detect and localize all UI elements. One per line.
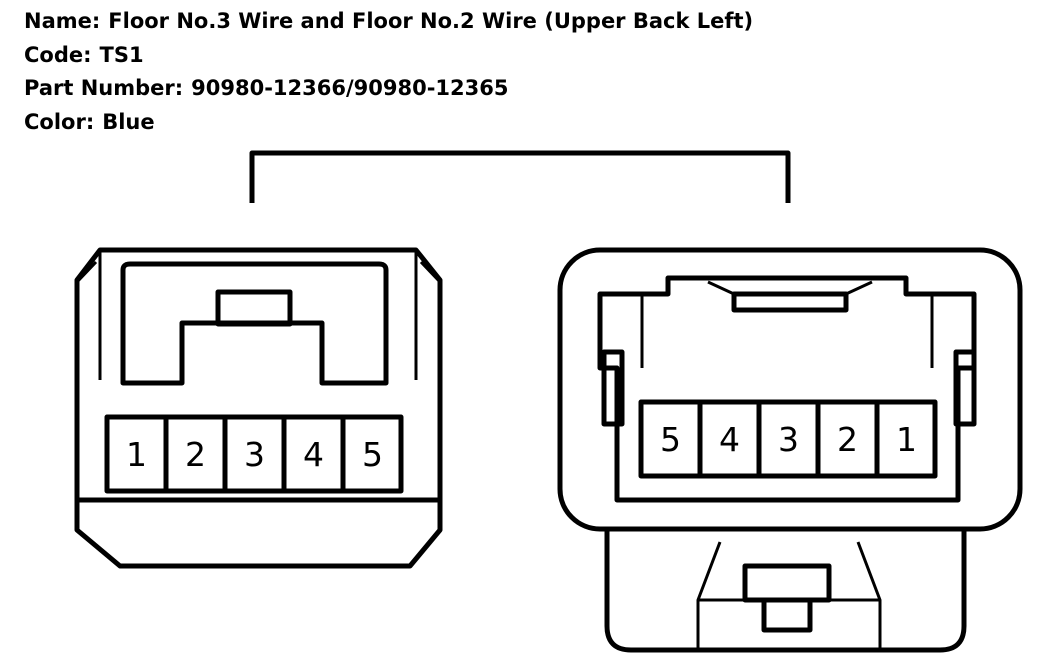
left-connector xyxy=(74,247,443,569)
left-pin-1-label: 1 xyxy=(126,435,147,474)
left-pin-4-label: 4 xyxy=(303,435,324,474)
code-line: Code: TS1 xyxy=(24,42,144,68)
name-value: Floor No.3 Wire and Floor No.2 Wire (Upp… xyxy=(108,9,754,33)
right-pin-1-label: 1 xyxy=(896,420,917,459)
right-connector xyxy=(557,247,1023,653)
right-pin-5-label: 5 xyxy=(660,420,681,459)
part-number-value: 90980-12366/90980-12365 xyxy=(191,76,509,100)
left-connector-corner-ticks xyxy=(75,260,442,284)
right-pin-2-label: 2 xyxy=(837,420,858,459)
part-number-line: Part Number: 90980-12366/90980-12365 xyxy=(24,75,508,101)
color-value: Blue xyxy=(102,110,155,134)
color-line: Color: Blue xyxy=(24,109,155,135)
left-connector-pin-labels: 1 2 3 4 5 xyxy=(126,435,383,474)
name-label: Name: xyxy=(24,9,101,33)
right-connector-lock-tab xyxy=(742,563,832,603)
right-pin-4-label: 4 xyxy=(719,420,740,459)
right-connector-inner-frame xyxy=(597,275,977,503)
left-connector-latch xyxy=(215,289,293,327)
left-pin-2-label: 2 xyxy=(185,435,206,474)
left-connector-pin-row xyxy=(104,414,404,494)
right-pin-3-label: 3 xyxy=(778,420,799,459)
color-label: Color: xyxy=(24,110,95,134)
right-connector-right-clip xyxy=(953,349,977,427)
right-connector-key-slot xyxy=(731,291,849,313)
code-value: TS1 xyxy=(99,43,144,67)
right-connector-guide-posts xyxy=(640,294,934,368)
left-connector-latch-housing xyxy=(120,261,389,386)
pairing-bracket xyxy=(249,150,791,203)
right-connector-body xyxy=(557,247,1023,532)
right-connector-pin-row xyxy=(638,399,938,479)
right-connector-left-clip xyxy=(601,349,625,427)
code-label: Code: xyxy=(24,43,92,67)
name-line: Name: Floor No.3 Wire and Floor No.2 Wire… xyxy=(24,8,753,34)
left-pin-3-label: 3 xyxy=(244,435,265,474)
right-connector-pin-labels: 5 4 3 2 1 xyxy=(660,420,917,459)
left-connector-bottom-lip xyxy=(74,500,443,569)
part-number-label: Part Number: xyxy=(24,76,184,100)
right-connector-lock-button xyxy=(761,597,813,633)
left-pin-5-label: 5 xyxy=(362,435,383,474)
right-connector-lock-ramp xyxy=(696,541,882,602)
right-connector-lock-housing xyxy=(604,529,967,653)
left-connector-side-ridges xyxy=(98,250,418,380)
